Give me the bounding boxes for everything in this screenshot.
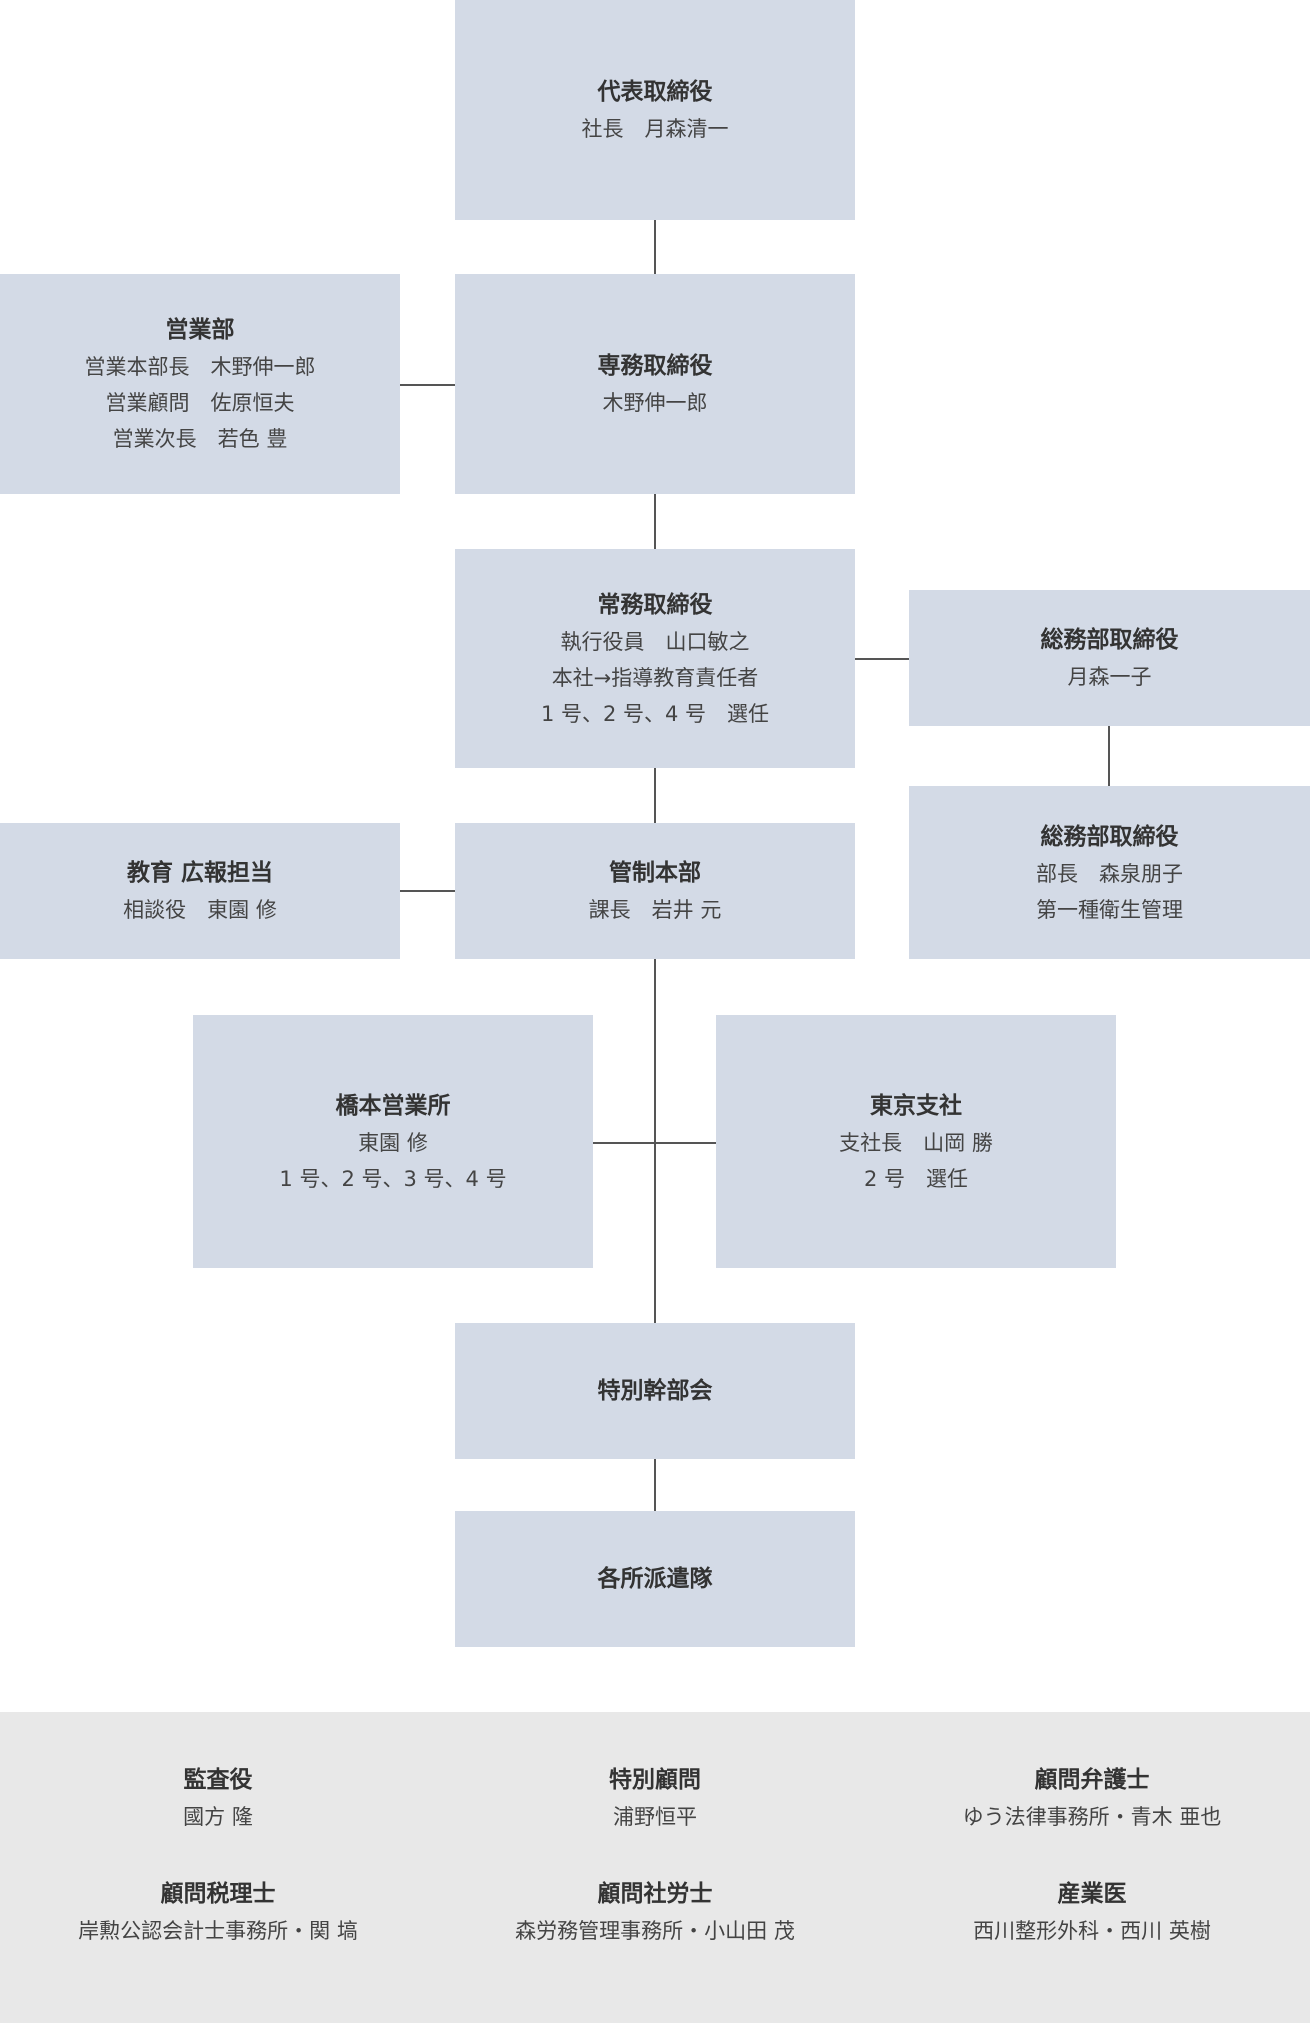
node-title: 教育 広報担当 <box>126 860 273 886</box>
node-hashimoto: 橋本営業所 東園 修 1 号、2 号、3 号、4 号 <box>193 1015 593 1268</box>
node-line: 営業顧問 佐原恒夫 <box>105 391 295 415</box>
advisor-title: 特別顧問 <box>609 1767 701 1793</box>
connector-hashimoto-tokyo <box>593 1142 716 1144</box>
node-line: 支社長 山岡 勝 <box>839 1130 993 1155</box>
advisor-item: 特別顧問 浦野恒平 <box>437 1761 873 1835</box>
advisor-item: 顧問弁護士 ゆう法律事務所・青木 亜也 <box>874 1761 1310 1835</box>
node-special-exec: 特別幹部会 <box>455 1323 855 1459</box>
connector-md-ga <box>855 658 909 660</box>
advisor-title: 監査役 <box>183 1767 253 1793</box>
advisor-name: 國方 隆 <box>183 1805 253 1829</box>
advisor-item: 監査役 國方 隆 <box>0 1761 436 1835</box>
connector-ceo-senior-md <box>654 220 656 274</box>
advisor-name: 西川整形外科・西川 英樹 <box>973 1919 1211 1943</box>
node-line: 営業次長 若色 豊 <box>112 427 288 451</box>
node-line: 2 号 選任 <box>863 1166 969 1191</box>
node-line: 1 号、2 号、4 号 選任 <box>540 701 770 726</box>
connector-control-special <box>654 959 656 1323</box>
node-sales: 営業部 営業本部長 木野伸一郎 営業顧問 佐原恒夫 営業次長 若色 豊 <box>0 274 400 494</box>
node-line: 第一種衛生管理 <box>1036 897 1183 922</box>
org-chart: 代表取締役 社長 月森清一 営業部 営業本部長 木野伸一郎 営業顧問 佐原恒夫 … <box>0 0 1310 1647</box>
connector-senior-md-md <box>654 494 656 549</box>
advisor-title: 顧問税理士 <box>160 1881 276 1907</box>
node-title: 営業部 <box>165 317 235 343</box>
node-title: 特別幹部会 <box>597 1378 713 1404</box>
node-education-pr: 教育 広報担当 相談役 東園 修 <box>0 823 400 959</box>
node-line: 木野伸一郎 <box>602 391 708 415</box>
advisor-name: 岸勲公認会計士事務所・関 塙 <box>78 1919 358 1943</box>
node-line: 社長 月森清一 <box>581 117 729 141</box>
connector-sales-senior-md <box>400 384 455 386</box>
advisor-title: 顧問社労士 <box>597 1881 713 1907</box>
node-title: 各所派遣隊 <box>597 1566 713 1592</box>
node-ga-director: 総務部取締役 月森一子 <box>909 590 1310 726</box>
connector-education-control <box>400 890 455 892</box>
node-line: 営業本部長 木野伸一郎 <box>84 355 316 379</box>
advisor-title: 顧問弁護士 <box>1034 1767 1150 1793</box>
node-title: 東京支社 <box>870 1092 962 1119</box>
node-title: 専務取締役 <box>597 353 713 379</box>
connector-ga-ga2 <box>1108 726 1110 786</box>
node-title: 代表取締役 <box>597 79 713 105</box>
advisor-title: 産業医 <box>1057 1881 1127 1907</box>
node-line: 東園 修 <box>358 1130 428 1155</box>
node-title: 総務部取締役 <box>1040 627 1179 653</box>
node-line: 本社→指導教育責任者 <box>551 665 759 690</box>
node-line: 相談役 東園 修 <box>123 898 277 922</box>
node-dispatch: 各所派遣隊 <box>455 1511 855 1647</box>
node-title: 常務取締役 <box>597 591 713 618</box>
node-tokyo: 東京支社 支社長 山岡 勝 2 号 選任 <box>716 1015 1116 1268</box>
node-senior-md: 専務取締役 木野伸一郎 <box>455 274 855 494</box>
node-line: 月森一子 <box>1067 665 1152 689</box>
node-title: 橋本営業所 <box>335 1092 451 1119</box>
node-ceo: 代表取締役 社長 月森清一 <box>455 0 855 220</box>
node-md: 常務取締役 執行役員 山口敏之 本社→指導教育責任者 1 号、2 号、4 号 選… <box>455 549 855 768</box>
advisor-item: 顧問税理士 岸勲公認会計士事務所・関 塙 <box>0 1875 436 1949</box>
node-line: 執行役員 山口敏之 <box>560 629 750 654</box>
node-line: 部長 森泉朋子 <box>1036 861 1183 886</box>
advisors-footer: 監査役 國方 隆 特別顧問 浦野恒平 顧問弁護士 ゆう法律事務所・青木 亜也 顧… <box>0 1712 1310 2023</box>
node-title: 総務部取締役 <box>1040 823 1179 850</box>
advisor-item: 産業医 西川整形外科・西川 英樹 <box>874 1875 1310 1949</box>
advisor-name: 森労務管理事務所・小山田 茂 <box>515 1919 795 1943</box>
node-line: 1 号、2 号、3 号、4 号 <box>279 1166 507 1191</box>
advisor-name: 浦野恒平 <box>613 1805 697 1829</box>
advisor-item: 顧問社労士 森労務管理事務所・小山田 茂 <box>437 1875 873 1949</box>
connector-md-control <box>654 768 656 823</box>
node-control-hq: 管制本部 課長 岩井 元 <box>455 823 855 959</box>
node-title: 管制本部 <box>609 860 701 886</box>
node-ga-director-2: 総務部取締役 部長 森泉朋子 第一種衛生管理 <box>909 786 1310 959</box>
advisor-name: ゆう法律事務所・青木 亜也 <box>962 1805 1222 1829</box>
node-line: 課長 岩井 元 <box>588 898 722 922</box>
connector-special-dispatch <box>654 1459 656 1511</box>
